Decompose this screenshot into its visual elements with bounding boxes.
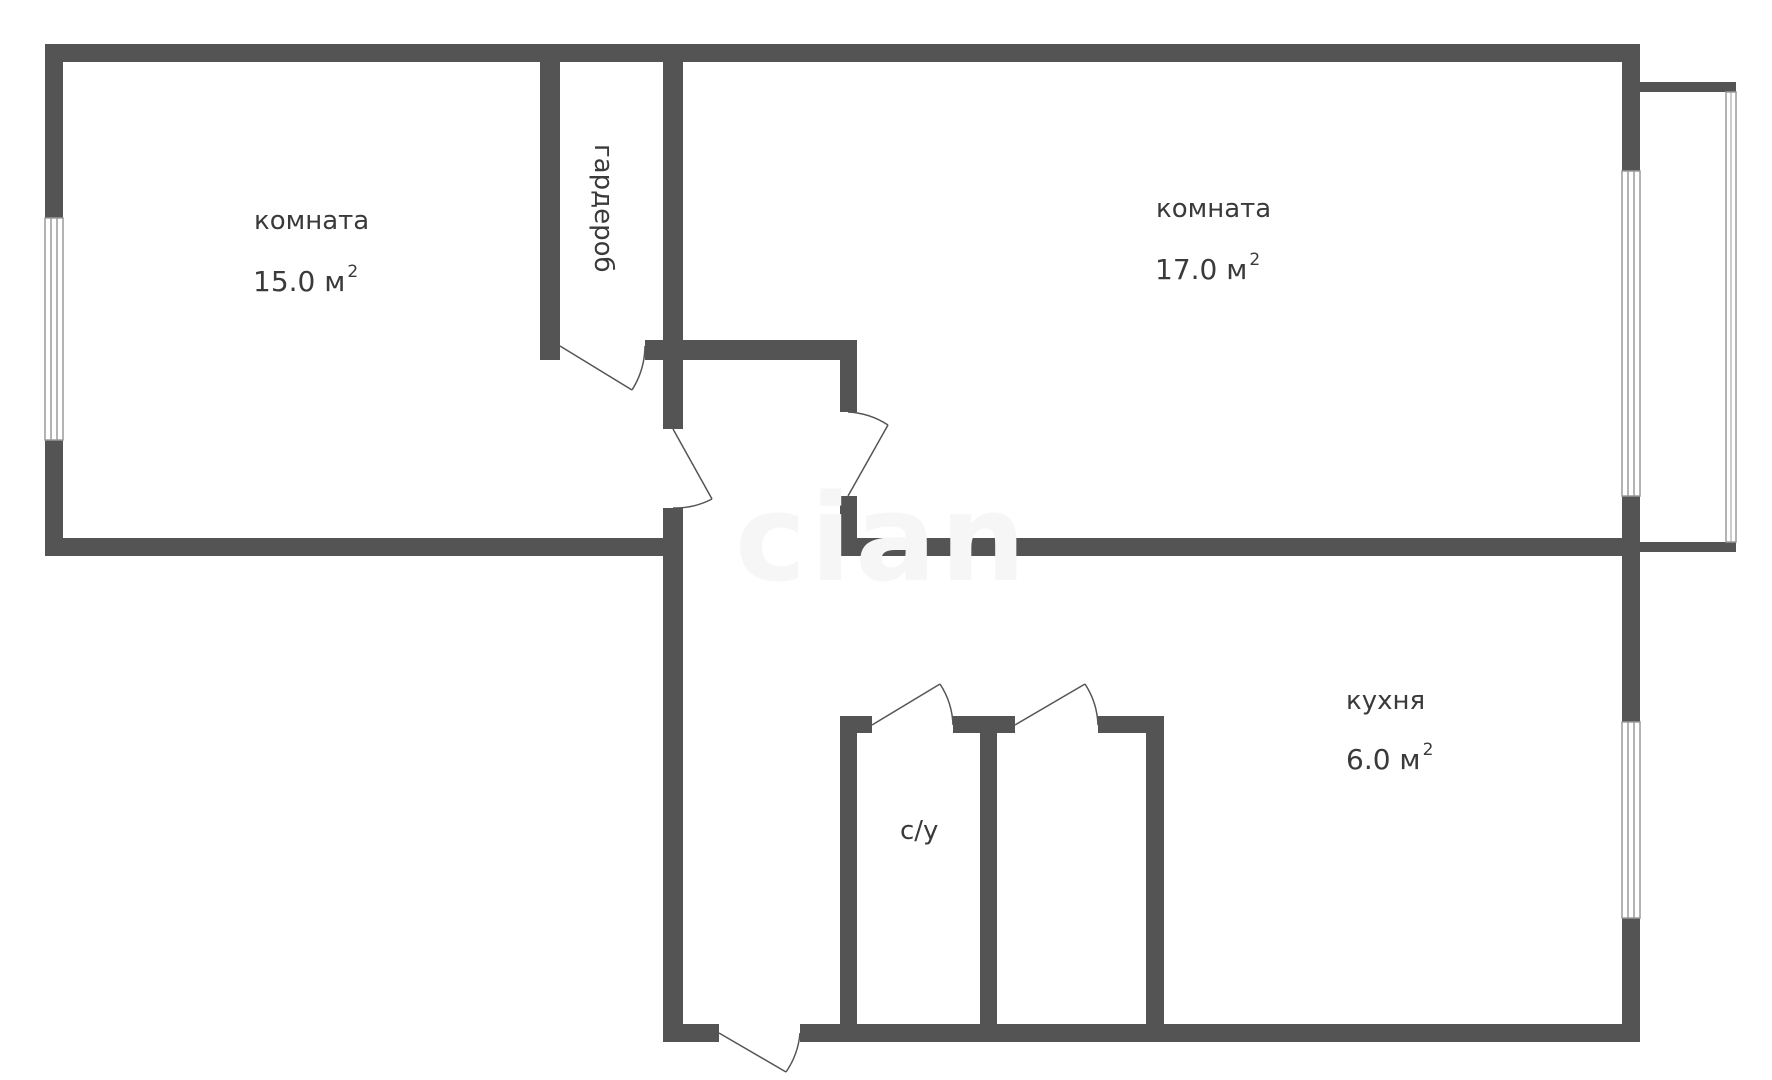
- outer-wall-right-middle: [1622, 496, 1640, 722]
- door-wc: [871, 683, 954, 726]
- watermark-logo: cian: [735, 470, 1030, 609]
- wall-ledge-top: [645, 340, 857, 360]
- wall-corridor-left-lower: [663, 508, 683, 1042]
- outer-wall-left-upper: [45, 44, 63, 218]
- balcony: [1640, 82, 1737, 552]
- bathroom-label: с/у: [900, 816, 939, 846]
- outer-wall-right-lower: [1622, 918, 1640, 1042]
- door-room-left: [672, 428, 713, 509]
- wall-ledge-right: [840, 340, 857, 412]
- wall-bath-right: [1146, 716, 1164, 1042]
- outer-wall-room-left-bottom: [45, 538, 678, 556]
- window-kitchen: [1621, 721, 1641, 919]
- outer-wall-bottom-right: [800, 1024, 1640, 1042]
- balcony-bottom-rail: [1640, 542, 1736, 552]
- outer-wall-right-upper: [1622, 44, 1640, 171]
- wall-wc-left: [840, 716, 857, 1042]
- windows: [44, 170, 1641, 919]
- walls: [45, 44, 1640, 1042]
- door-room-right: [847, 411, 889, 497]
- outer-wall-left-lower: [45, 440, 63, 555]
- window-left: [44, 217, 64, 441]
- window-room-right: [1621, 170, 1641, 497]
- outer-wall-bottom-left: [663, 1024, 719, 1042]
- wall-wc-divider: [980, 716, 997, 1042]
- room-right-label: комната: [1156, 194, 1272, 224]
- wall-wardrobe-right-upper: [663, 44, 683, 429]
- kitchen-label: кухня: [1346, 686, 1426, 716]
- wall-wardrobe-left: [540, 44, 560, 360]
- wall-room-right-bottom: [840, 538, 1640, 556]
- wall-wc-top-left: [840, 716, 872, 733]
- wardrobe-label: гардероб: [588, 144, 618, 273]
- door-wardrobe: [559, 345, 646, 391]
- room-left-label: комната: [254, 206, 370, 236]
- outer-wall-top: [45, 44, 1640, 62]
- balcony-top-rail: [1640, 82, 1736, 92]
- doors: [559, 345, 1099, 1073]
- door-bath: [1014, 683, 1099, 726]
- door-entrance: [718, 1032, 801, 1073]
